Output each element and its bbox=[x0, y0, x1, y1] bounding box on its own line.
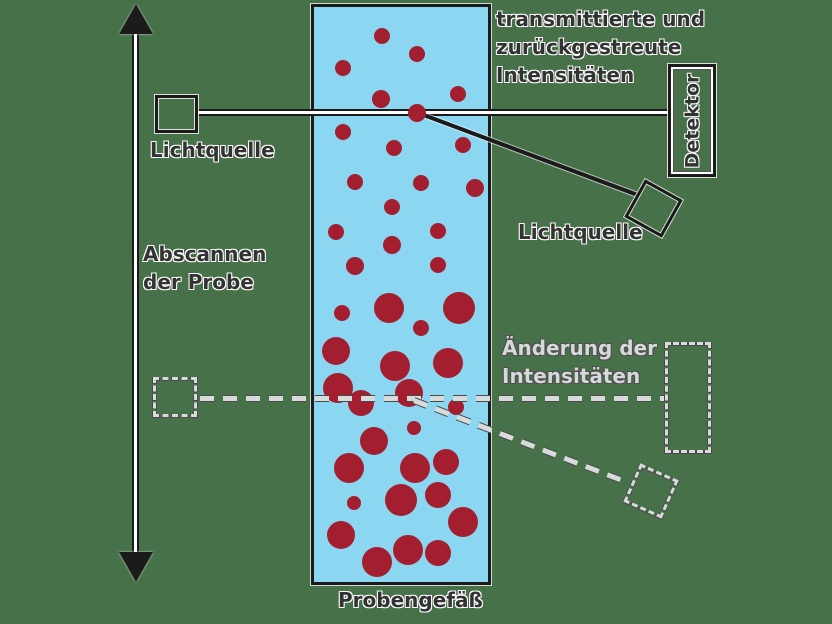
light-source-left-box bbox=[155, 95, 198, 133]
scan-arrow-line bbox=[132, 28, 139, 558]
intensity-change-label-line1: Änderung der bbox=[502, 336, 657, 360]
arrowhead-down-icon bbox=[119, 552, 153, 582]
light-source-left-label: Lichtquelle bbox=[150, 138, 275, 162]
ghost-light-source-left-box bbox=[153, 377, 197, 417]
light-source-right-label: Lichtquelle bbox=[518, 220, 643, 244]
intensities-label: transmittierte und zurückgestreute Inten… bbox=[496, 5, 705, 89]
transmitted-beam-line bbox=[197, 109, 668, 116]
intensities-label-line1: transmittierte und bbox=[496, 7, 706, 31]
sample-vessel bbox=[311, 4, 491, 585]
scan-sample-label-line1: Abscannen bbox=[143, 242, 267, 266]
intensity-change-label: Änderung der Intensitäten bbox=[502, 334, 657, 390]
ghost-light-source-right-box bbox=[623, 463, 679, 519]
ghost-transmitted-beam-line bbox=[200, 396, 665, 401]
intensity-change-label-line2: Intensitäten bbox=[502, 364, 641, 388]
ghost-detector-box bbox=[665, 342, 711, 453]
intensities-label-line2: zurückgestreute bbox=[496, 35, 682, 59]
detector-box: Detektor bbox=[668, 64, 716, 177]
arrowhead-up-icon bbox=[119, 4, 153, 34]
scan-sample-label: Abscannen der Probe bbox=[143, 240, 266, 296]
scan-sample-label-line2: der Probe bbox=[143, 270, 254, 294]
intensities-label-line3: Intensitäten bbox=[496, 63, 635, 87]
vessel-label: Probengefäß bbox=[338, 588, 483, 612]
